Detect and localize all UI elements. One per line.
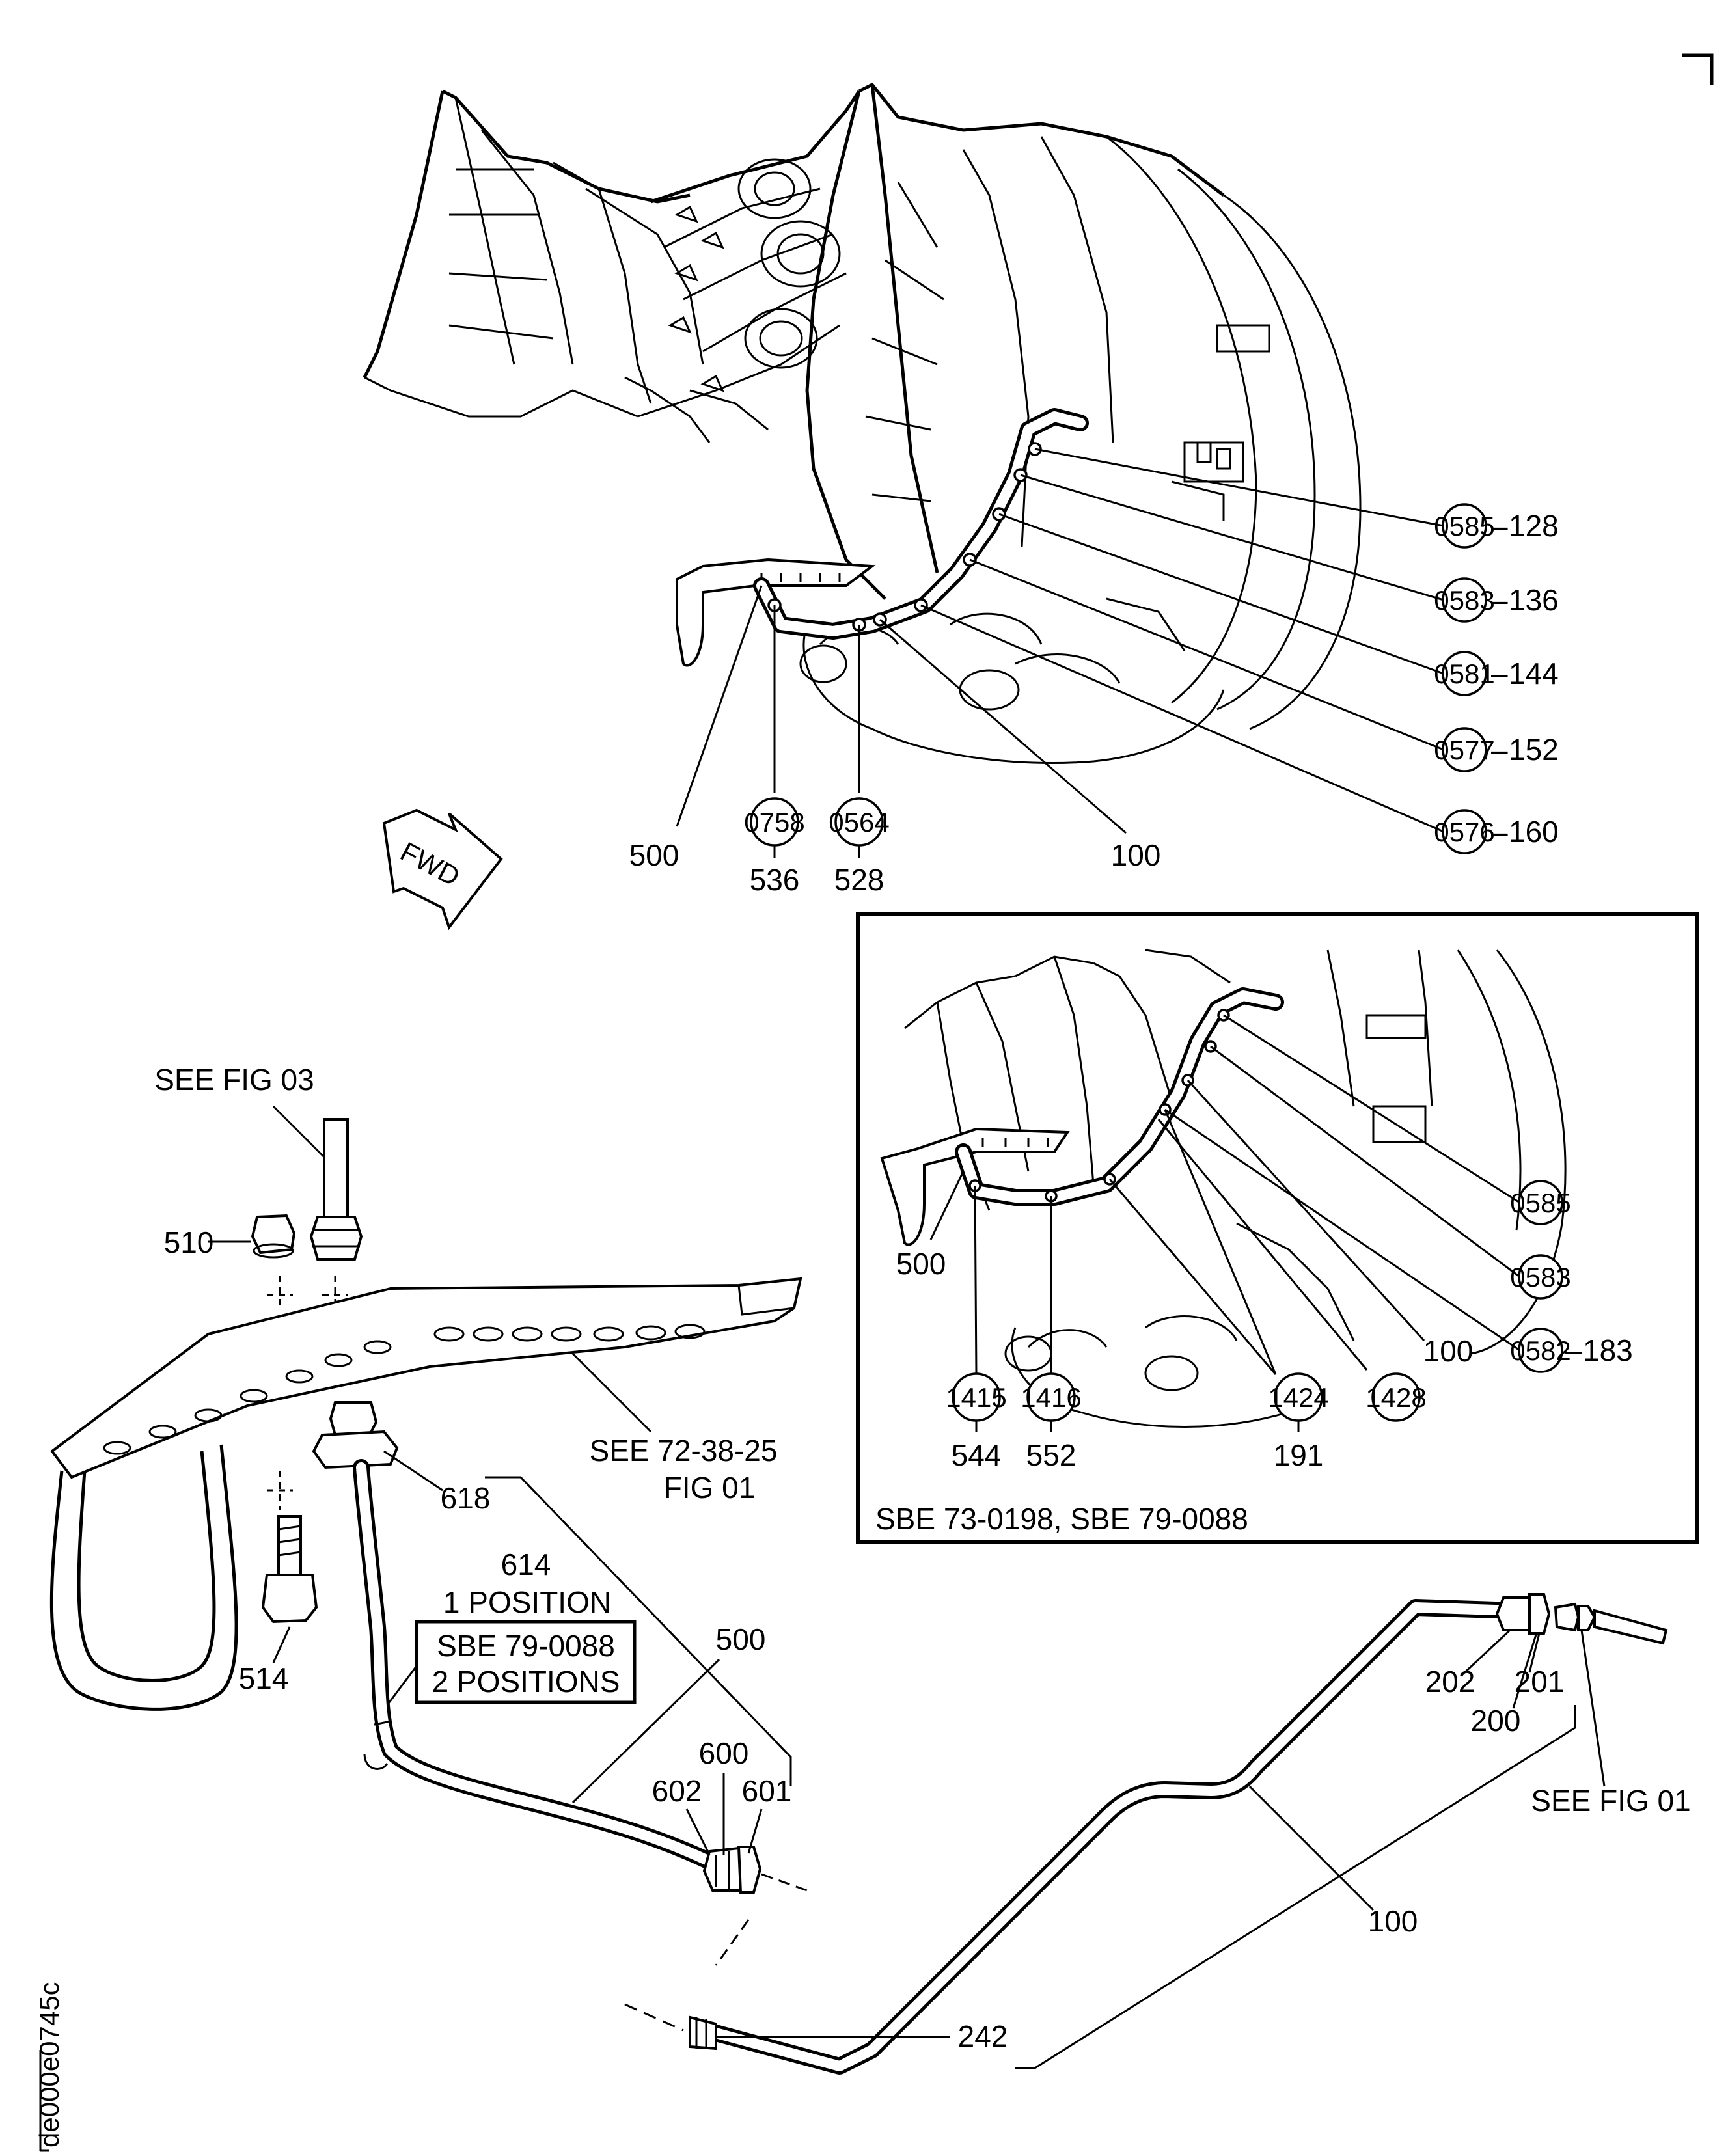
svg-text:1415: 1415: [946, 1382, 1006, 1413]
svg-text:191: 191: [1274, 1438, 1324, 1472]
svg-text:602: 602: [652, 1774, 702, 1808]
main-callouts: 0585 – 128 0583 – 136 0581 – 144 0577 – …: [629, 503, 1559, 897]
svg-text:242: 242: [958, 2019, 1008, 2053]
svg-text:1428: 1428: [1365, 1382, 1426, 1413]
svg-text:0758: 0758: [744, 807, 804, 838]
svg-text:1416: 1416: [1021, 1382, 1081, 1413]
inset-sbe-note: SBE 73-0198, SBE 79-0088: [875, 1502, 1248, 1536]
svg-text:–: –: [1491, 815, 1508, 849]
svg-text:–: –: [1491, 733, 1508, 767]
svg-text:–: –: [1491, 657, 1508, 690]
svg-text:0585: 0585: [1434, 511, 1494, 541]
svg-text:0583: 0583: [1434, 585, 1494, 616]
svg-text:–: –: [1565, 1333, 1582, 1367]
svg-text:500: 500: [716, 1622, 766, 1656]
tube-detail-view: 202 201 200 SEE FIG 01 100 242: [624, 1593, 1691, 2075]
svg-text:1424: 1424: [1268, 1382, 1328, 1413]
inset-label-100: 100: [1423, 1334, 1474, 1368]
svg-text:0577: 0577: [1434, 735, 1494, 765]
inset-callout-1424: 1424 191: [1268, 1372, 1329, 1472]
svg-text:536: 536: [750, 863, 800, 897]
callout-0576: 0576 – 160: [1434, 809, 1559, 854]
svg-text:SEE FIG 01: SEE FIG 01: [1531, 1784, 1690, 1818]
bracket-detail-view: SEE FIG 03 510 SEE 72-38-25: [49, 1063, 808, 1966]
inset-callout-0582: 0582 – 183: [1510, 1328, 1633, 1373]
svg-text:618: 618: [441, 1481, 491, 1515]
svg-text:0564: 0564: [829, 807, 889, 838]
callout-0758: 0758 536: [744, 797, 805, 897]
inset-callout-0583: 0583: [1510, 1254, 1571, 1300]
svg-text:128: 128: [1509, 509, 1559, 543]
main-view-leaders: [676, 448, 1444, 834]
svg-text:100: 100: [1368, 1904, 1418, 1938]
svg-text:SEE 72-38-25: SEE 72-38-25: [590, 1434, 778, 1467]
svg-text:0576: 0576: [1434, 817, 1494, 847]
svg-text:200: 200: [1471, 1704, 1521, 1738]
svg-text:201: 201: [1515, 1665, 1565, 1699]
svg-text:601: 601: [742, 1774, 792, 1808]
svg-text:1 POSITION: 1 POSITION: [443, 1585, 611, 1619]
fwd-arrow: FWD: [382, 808, 503, 931]
svg-text:614: 614: [501, 1548, 551, 1581]
svg-text:0583: 0583: [1510, 1262, 1570, 1292]
svg-text:514: 514: [239, 1661, 289, 1695]
inset-callout-1428: 1428: [1365, 1372, 1427, 1422]
corner-mark: [1682, 53, 1714, 85]
callout-0581: 0581 – 144: [1434, 651, 1559, 696]
svg-text:160: 160: [1509, 815, 1559, 849]
label-100-main: 100: [1111, 838, 1161, 872]
callout-0583: 0583 – 136: [1434, 577, 1559, 623]
svg-text:SBE 79-0088: SBE 79-0088: [437, 1629, 615, 1663]
inset-view: 0585 0583 0582 – 183 100 500 1415 544 14…: [856, 912, 1699, 1544]
inset-callout-1415: 1415 544: [946, 1372, 1007, 1472]
svg-text:144: 144: [1509, 657, 1559, 690]
svg-text:2 POSITIONS: 2 POSITIONS: [432, 1665, 620, 1699]
svg-text:510: 510: [164, 1225, 214, 1259]
svg-text:–: –: [1491, 583, 1508, 617]
callout-0577: 0577 – 152: [1434, 727, 1559, 772]
svg-text:552: 552: [1026, 1438, 1077, 1472]
engine-main-view: [363, 82, 1362, 765]
figure-code: de000e0745c: [34, 1982, 64, 2148]
svg-text:0581: 0581: [1434, 659, 1494, 689]
inset-callout-0585: 0585: [1510, 1180, 1571, 1225]
svg-text:FIG 01: FIG 01: [664, 1471, 756, 1505]
svg-text:0582: 0582: [1510, 1335, 1570, 1366]
svg-text:–: –: [1491, 509, 1508, 543]
svg-text:183: 183: [1583, 1333, 1633, 1367]
figure-code-bracket: [39, 2050, 49, 2152]
svg-text:152: 152: [1509, 733, 1559, 767]
svg-text:528: 528: [834, 863, 885, 897]
inset-label-500: 500: [896, 1247, 946, 1281]
callout-0585: 0585 – 128: [1434, 503, 1559, 549]
svg-text:600: 600: [699, 1736, 749, 1770]
see-fig-03: SEE FIG 03: [154, 1063, 314, 1097]
label-500-main: 500: [629, 838, 679, 872]
svg-text:0585: 0585: [1510, 1188, 1570, 1218]
svg-text:544: 544: [952, 1438, 1002, 1472]
inset-callout-1416: 1416 552: [1021, 1372, 1082, 1472]
callout-0564: 0564 528: [829, 797, 890, 897]
svg-text:136: 136: [1509, 583, 1559, 617]
